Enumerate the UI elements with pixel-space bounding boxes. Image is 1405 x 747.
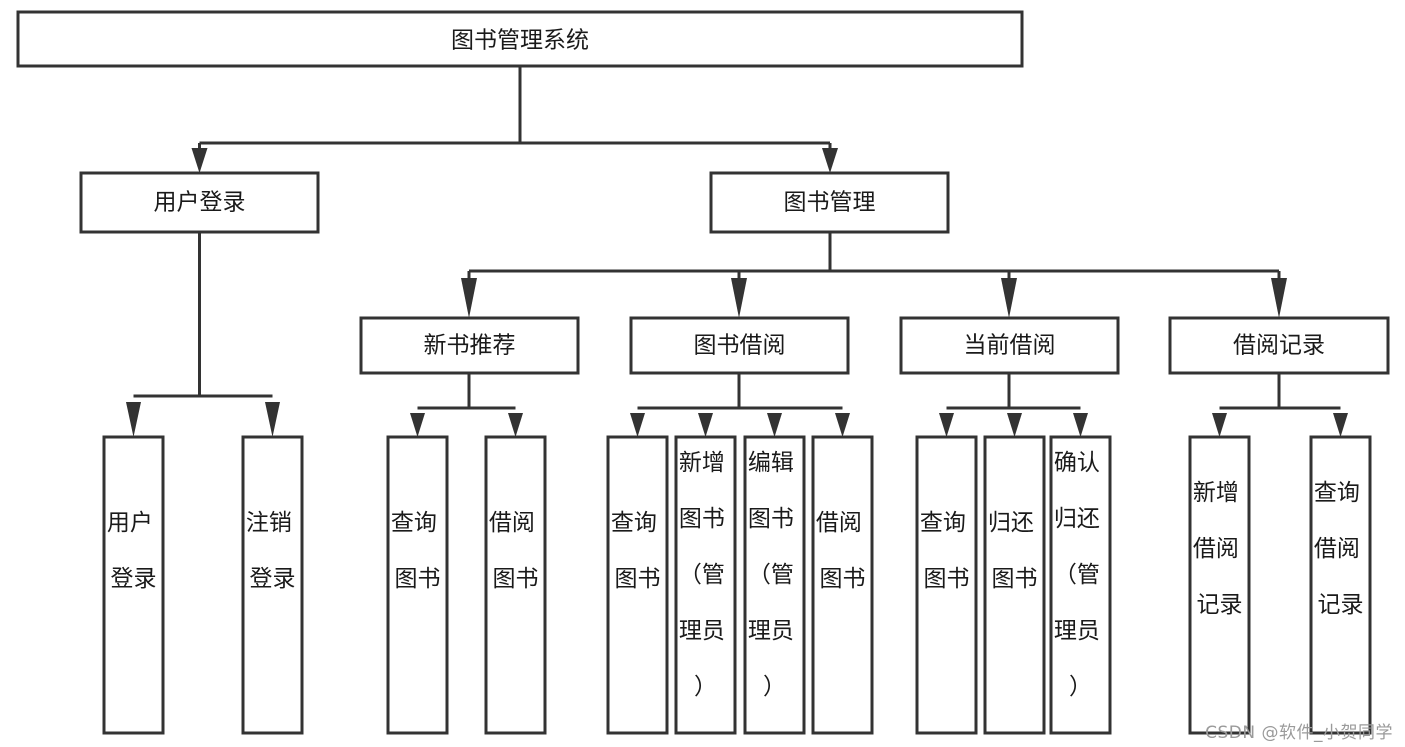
node-leaf-add-book-admin-label: 新增 图书 （管 理员 ） [679,450,732,700]
node-leaf-query-book-borrow-label: 查询 图书 [611,510,664,592]
node-book-management-box[interactable] [709,171,950,234]
arrow-head-leaf-add-borrow-record [1212,413,1227,437]
arrow-head-leaf-confirm-return-admin [1073,413,1088,437]
node-leaf-add-borrow-record-label: 新增 借阅 记录 [1193,480,1246,618]
node-root[interactable]: 图书管理系统 [16,10,1024,68]
arrow-head-book-borrow [731,278,747,318]
node-leaf-borrow-book-borrow[interactable]: 借阅 图书 [811,435,874,735]
node-leaf-query-book-current-box[interactable] [915,435,978,735]
connector-group-book-borrow [630,373,850,437]
arrow-head-leaf-borrow-book-rec [508,413,523,437]
arrow-head-new-book-recommend [461,278,477,318]
arrow-head-leaf-add-book-admin [698,413,713,437]
connector-group-current-borrow [939,373,1088,437]
connector-group-root [191,66,838,173]
arrow-head-leaf-return-book [1007,413,1022,437]
node-root-label: 图书管理系统 [451,28,589,54]
node-user-login-label: 用户登录 [154,190,246,216]
arrow-head-leaf-query-book-rec [410,413,425,437]
node-leaf-query-book-current-label: 查询 图书 [920,510,973,592]
node-new-book-recommend-box[interactable] [359,316,580,375]
connector-group-user-login [126,232,280,437]
node-user-login[interactable]: 用户登录 [79,171,320,234]
node-leaf-logout-box[interactable] [241,435,304,735]
node-leaf-add-borrow-record-box[interactable] [1188,435,1251,735]
node-borrow-record[interactable]: 借阅记录 [1168,316,1390,375]
node-leaf-query-book-rec-label: 查询 图书 [391,510,444,592]
node-current-borrow[interactable]: 当前借阅 [899,316,1120,375]
node-leaf-edit-book-admin[interactable]: 编辑 图书 （管 理员 ） [743,435,806,735]
node-book-management-label: 图书管理 [784,190,876,216]
node-leaf-query-borrow-record[interactable]: 查询 借阅 记录 [1309,435,1372,735]
connector-group-new-book-recommend [410,373,523,437]
node-leaf-query-book-current[interactable]: 查询 图书 [915,435,978,735]
node-leaf-add-borrow-record[interactable]: 新增 借阅 记录 [1188,435,1251,735]
arrow-head-leaf-borrow-book-borrow [835,413,850,437]
node-leaf-logout[interactable]: 注销 登录 [241,435,304,735]
arrow-head-user-login [191,148,208,173]
node-leaf-user-login-label: 用户 登录 [107,510,160,592]
node-new-book-recommend[interactable]: 新书推荐 [359,316,580,375]
node-book-borrow-label: 图书借阅 [694,333,786,359]
arrow-head-leaf-query-borrow-record [1333,413,1348,437]
node-borrow-record-label: 借阅记录 [1233,333,1325,359]
node-leaf-user-login-box[interactable] [102,435,165,735]
node-leaf-borrow-book-rec[interactable]: 借阅 图书 [484,435,547,735]
node-leaf-query-book-borrow-box[interactable] [606,435,669,735]
arrow-head-leaf-query-book-borrow [630,413,645,437]
node-leaf-logout-label: 注销 登录 [246,510,299,592]
arrow-head-leaf-logout [265,402,280,437]
node-leaf-edit-book-admin-label: 编辑 图书 （管 理员 ） [748,450,801,700]
node-leaf-query-borrow-record-box[interactable] [1309,435,1372,735]
node-leaf-query-book-borrow[interactable]: 查询 图书 [606,435,669,735]
node-leaf-query-book-rec[interactable]: 查询 图书 [386,435,449,735]
node-leaf-confirm-return-admin-label: 确认 归还 （管 理员 ） [1054,450,1107,700]
arrow-head-leaf-query-book-current [939,413,954,437]
node-leaf-query-borrow-record-label: 查询 借阅 记录 [1314,480,1367,618]
node-current-borrow-box[interactable] [899,316,1120,375]
node-new-book-recommend-label: 新书推荐 [424,333,516,359]
csdn-watermark: CSDN @软件_小贺同学 [1205,723,1393,743]
node-leaf-borrow-book-rec-label: 借阅 图书 [489,510,542,592]
node-root-box[interactable] [16,10,1024,68]
node-leaf-confirm-return-admin-box[interactable] [1049,435,1112,735]
node-leaf-return-book-label: 归还 图书 [988,510,1041,592]
node-book-borrow-box[interactable] [629,316,850,375]
connector-group-borrow-record [1212,373,1348,437]
node-borrow-record-box[interactable] [1168,316,1390,375]
node-leaf-add-book-admin-box[interactable] [674,435,737,735]
node-leaf-return-book[interactable]: 归还 图书 [983,435,1046,735]
node-leaf-borrow-book-borrow-label: 借阅 图书 [816,510,869,592]
node-leaf-edit-book-admin-box[interactable] [743,435,806,735]
node-leaf-borrow-book-borrow-box[interactable] [811,435,874,735]
node-leaf-return-book-box[interactable] [983,435,1046,735]
arrow-head-leaf-edit-book-admin [767,413,782,437]
connector-group-book-management [461,232,1287,318]
node-leaf-add-book-admin[interactable]: 新增 图书 （管 理员 ） [674,435,737,735]
node-leaf-user-login[interactable]: 用户 登录 [102,435,165,735]
arrow-head-leaf-user-login [126,402,141,437]
arrow-head-borrow-record [1271,278,1287,318]
node-leaf-borrow-book-rec-box[interactable] [484,435,547,735]
node-book-borrow[interactable]: 图书借阅 [629,316,850,375]
arrow-head-current-borrow [1001,278,1017,318]
node-leaf-confirm-return-admin[interactable]: 确认 归还 （管 理员 ） [1049,435,1112,735]
node-leaf-query-book-rec-box[interactable] [386,435,449,735]
node-current-borrow-label: 当前借阅 [964,333,1056,359]
arrow-head-book-management [822,148,838,173]
node-book-management[interactable]: 图书管理 [709,171,950,234]
node-user-login-box[interactable] [79,171,320,234]
